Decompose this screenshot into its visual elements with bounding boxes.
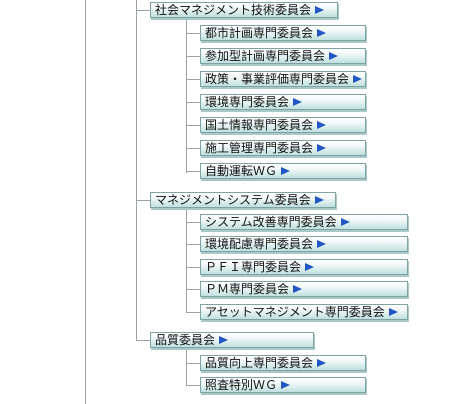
tree-leaf-line	[186, 222, 200, 223]
arrow-right-icon	[317, 144, 327, 152]
tree-leaf-line	[186, 363, 200, 364]
arrow-right-icon	[293, 98, 303, 106]
tree-leaf-line	[186, 148, 200, 149]
arrow-right-icon	[219, 336, 229, 344]
button-label: システム改善専門委員会	[205, 215, 337, 229]
subcommittee-button-construction-management[interactable]: 施工管理専門委員会	[200, 140, 366, 156]
arrow-right-icon	[388, 308, 398, 316]
button-label: 社会マネジメント技術委員会	[155, 3, 312, 17]
arrow-right-icon	[314, 196, 324, 204]
tree-sub-line	[186, 348, 187, 386]
arrow-right-icon	[305, 263, 315, 271]
tree-branch-line	[136, 10, 150, 11]
tree-leaf-line	[186, 79, 200, 80]
button-label: 国土情報専門委員会	[205, 118, 314, 132]
button-label: 環境専門委員会	[205, 95, 290, 109]
tree-branch-line	[136, 200, 150, 201]
subcommittee-button-policy-evaluation[interactable]: 政策・事業評価専門委員会	[200, 71, 366, 87]
subcommittee-button-participatory-planning[interactable]: 参加型計画専門委員会	[200, 48, 366, 64]
subcommittee-button-pm[interactable]: ＰＭ専門委員会	[200, 281, 408, 297]
arrow-right-icon	[353, 75, 363, 83]
tree-leaf-line	[186, 244, 200, 245]
subcommittee-button-autonomous-driving-wg[interactable]: 自動運転ＷＧ	[200, 163, 366, 179]
tree-leaf-line	[186, 312, 200, 313]
button-label: アセットマネジメント専門委員会	[205, 305, 385, 319]
button-label: 都市計画専門委員会	[205, 26, 314, 40]
button-label: 参加型計画専門委員会	[205, 49, 326, 63]
subcommittee-button-quality-improvement[interactable]: 品質向上専門委員会	[200, 355, 366, 371]
subcommittee-button-asset-management[interactable]: アセットマネジメント専門委員会	[200, 304, 408, 320]
tree-leaf-line	[186, 33, 200, 34]
tree-leaf-line	[186, 385, 200, 386]
tree-leaf-line	[186, 102, 200, 103]
button-label: 政策・事業評価専門委員会	[205, 72, 350, 86]
button-label: 自動運転ＷＧ	[205, 164, 278, 178]
subcommittee-button-national-land-info[interactable]: 国土情報専門委員会	[200, 117, 366, 133]
subcommittee-button-pfi[interactable]: ＰＦＩ専門委員会	[200, 259, 408, 275]
arrow-right-icon	[293, 285, 303, 293]
arrow-right-icon	[317, 121, 327, 129]
tree-leaf-line	[186, 289, 200, 290]
subcommittee-button-system-improvement[interactable]: システム改善専門委員会	[200, 214, 408, 230]
tree-sub-line	[186, 18, 187, 173]
arrow-right-icon	[281, 381, 291, 389]
arrow-right-icon	[315, 6, 325, 14]
arrow-right-icon	[329, 52, 339, 60]
button-label: 照査特別ＷＧ	[205, 378, 278, 392]
subcommittee-button-urban-planning[interactable]: 都市計画専門委員会	[200, 25, 366, 41]
tree-leaf-line	[186, 267, 200, 268]
button-label: ＰＦＩ専門委員会	[205, 260, 302, 274]
arrow-right-icon	[317, 29, 327, 37]
tree-trunk-line	[136, 0, 137, 341]
subcommittee-button-verification-wg[interactable]: 照査特別ＷＧ	[200, 377, 366, 393]
subcommittee-button-environment[interactable]: 環境専門委員会	[200, 94, 366, 110]
arrow-right-icon	[281, 167, 291, 175]
button-label: マネジメントシステム委員会	[155, 193, 311, 207]
tree-leaf-line	[186, 171, 200, 172]
arrow-right-icon	[317, 359, 327, 367]
button-label: 環境配慮専門委員会	[205, 237, 314, 251]
tree-sub-line	[186, 208, 187, 313]
subcommittee-button-environmental-consideration[interactable]: 環境配慮専門委員会	[200, 236, 408, 252]
button-label: 施工管理専門委員会	[205, 141, 314, 155]
tree-root-line	[85, 0, 86, 404]
tree-branch-line	[136, 340, 150, 341]
tree-leaf-line	[186, 125, 200, 126]
committee-button-social-management[interactable]: 社会マネジメント技術委員会	[150, 2, 338, 18]
arrow-right-icon	[317, 240, 327, 248]
arrow-right-icon	[340, 218, 350, 226]
button-label: 品質向上専門委員会	[205, 356, 314, 370]
button-label: 品質委員会	[155, 333, 216, 347]
button-label: ＰＭ専門委員会	[205, 282, 290, 296]
committee-button-quality[interactable]: 品質委員会	[150, 332, 314, 348]
committee-button-management-system[interactable]: マネジメントシステム委員会	[150, 192, 336, 208]
tree-leaf-line	[186, 56, 200, 57]
